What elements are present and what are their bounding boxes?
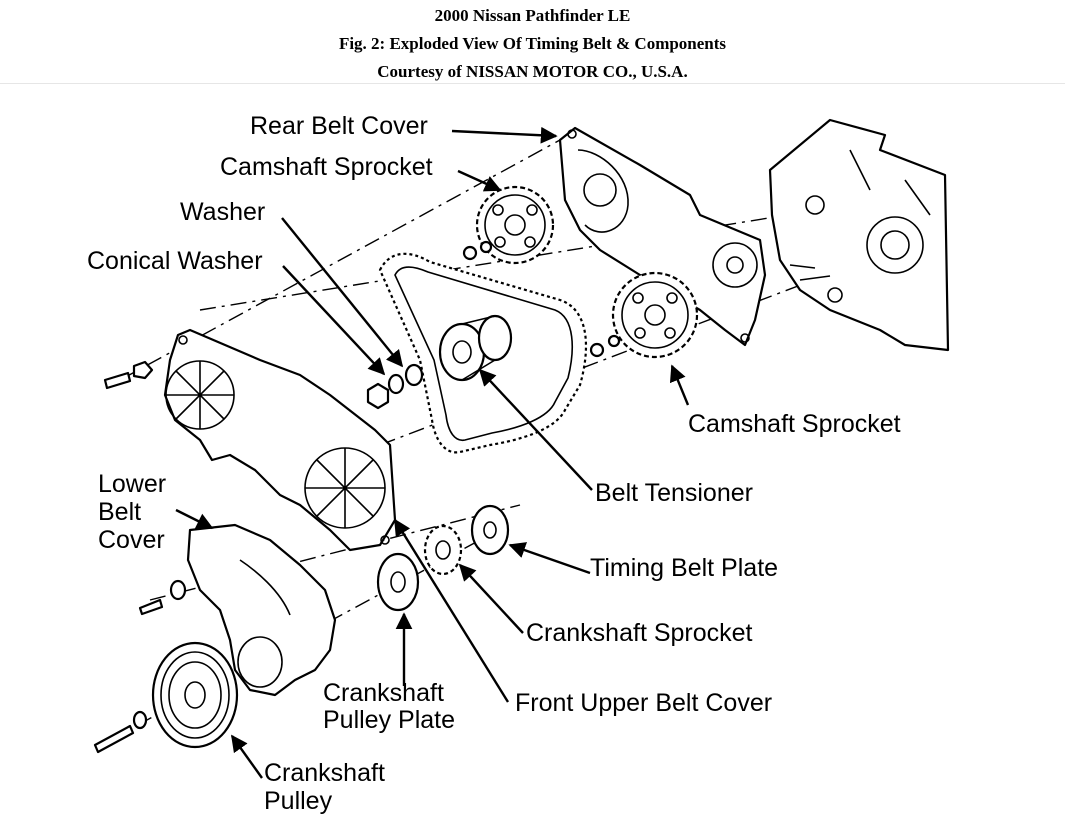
label-crankshaft-pulley-plate-line1: Crankshaft — [323, 679, 444, 707]
crankshaft-pulley — [93, 641, 239, 754]
engine-block — [768, 118, 950, 352]
label-belt-tensioner: Belt Tensioner — [595, 479, 753, 507]
leader-lines — [175, 126, 690, 779]
label-washer: Washer — [180, 198, 265, 226]
label-front-upper-belt-cover: Front Upper Belt Cover — [515, 689, 772, 717]
crankshaft-pulley-plate — [376, 552, 420, 612]
label-conical-washer: Conical Washer — [87, 247, 263, 275]
camshaft-sprocket-right — [589, 271, 699, 359]
callout-labels: Rear Belt Cover Camshaft Sprocket Washer… — [87, 112, 901, 815]
label-crankshaft-sprocket: Crankshaft Sprocket — [526, 619, 753, 647]
label-lower-belt-cover-line3: Cover — [98, 526, 165, 554]
label-camshaft-sprocket-top: Camshaft Sprocket — [220, 153, 433, 181]
figure-header: 2000 Nissan Pathfinder LE Fig. 2: Explod… — [0, 0, 1065, 84]
courtesy-line: Courtesy of NISSAN MOTOR CO., U.S.A. — [377, 62, 688, 81]
label-timing-belt-plate: Timing Belt Plate — [590, 554, 778, 582]
cover-bolts-upper — [103, 360, 154, 390]
camshaft-sprocket-upper — [462, 185, 555, 265]
lower-belt-cover — [138, 523, 337, 697]
timing-belt-plate — [470, 504, 510, 556]
label-crankshaft-pulley-line1: Crankshaft — [264, 759, 385, 787]
tensioner-washers — [366, 363, 424, 410]
front-upper-belt-cover — [163, 328, 397, 552]
belt-tensioner — [438, 314, 513, 382]
label-lower-belt-cover-line2: Belt — [98, 498, 141, 526]
label-crankshaft-pulley-line2: Pulley — [264, 787, 333, 815]
label-camshaft-sprocket-right: Camshaft Sprocket — [688, 410, 901, 438]
label-lower-belt-cover-line1: Lower — [98, 470, 166, 498]
rear-belt-cover — [558, 126, 767, 347]
figure-caption: Fig. 2: Exploded View Of Timing Belt & C… — [338, 34, 727, 53]
label-rear-belt-cover: Rear Belt Cover — [250, 112, 428, 140]
vehicle-title: 2000 Nissan Pathfinder LE — [434, 6, 631, 25]
label-crankshaft-pulley-plate-line2: Pulley Plate — [323, 706, 455, 734]
crankshaft-sprocket — [423, 524, 463, 576]
